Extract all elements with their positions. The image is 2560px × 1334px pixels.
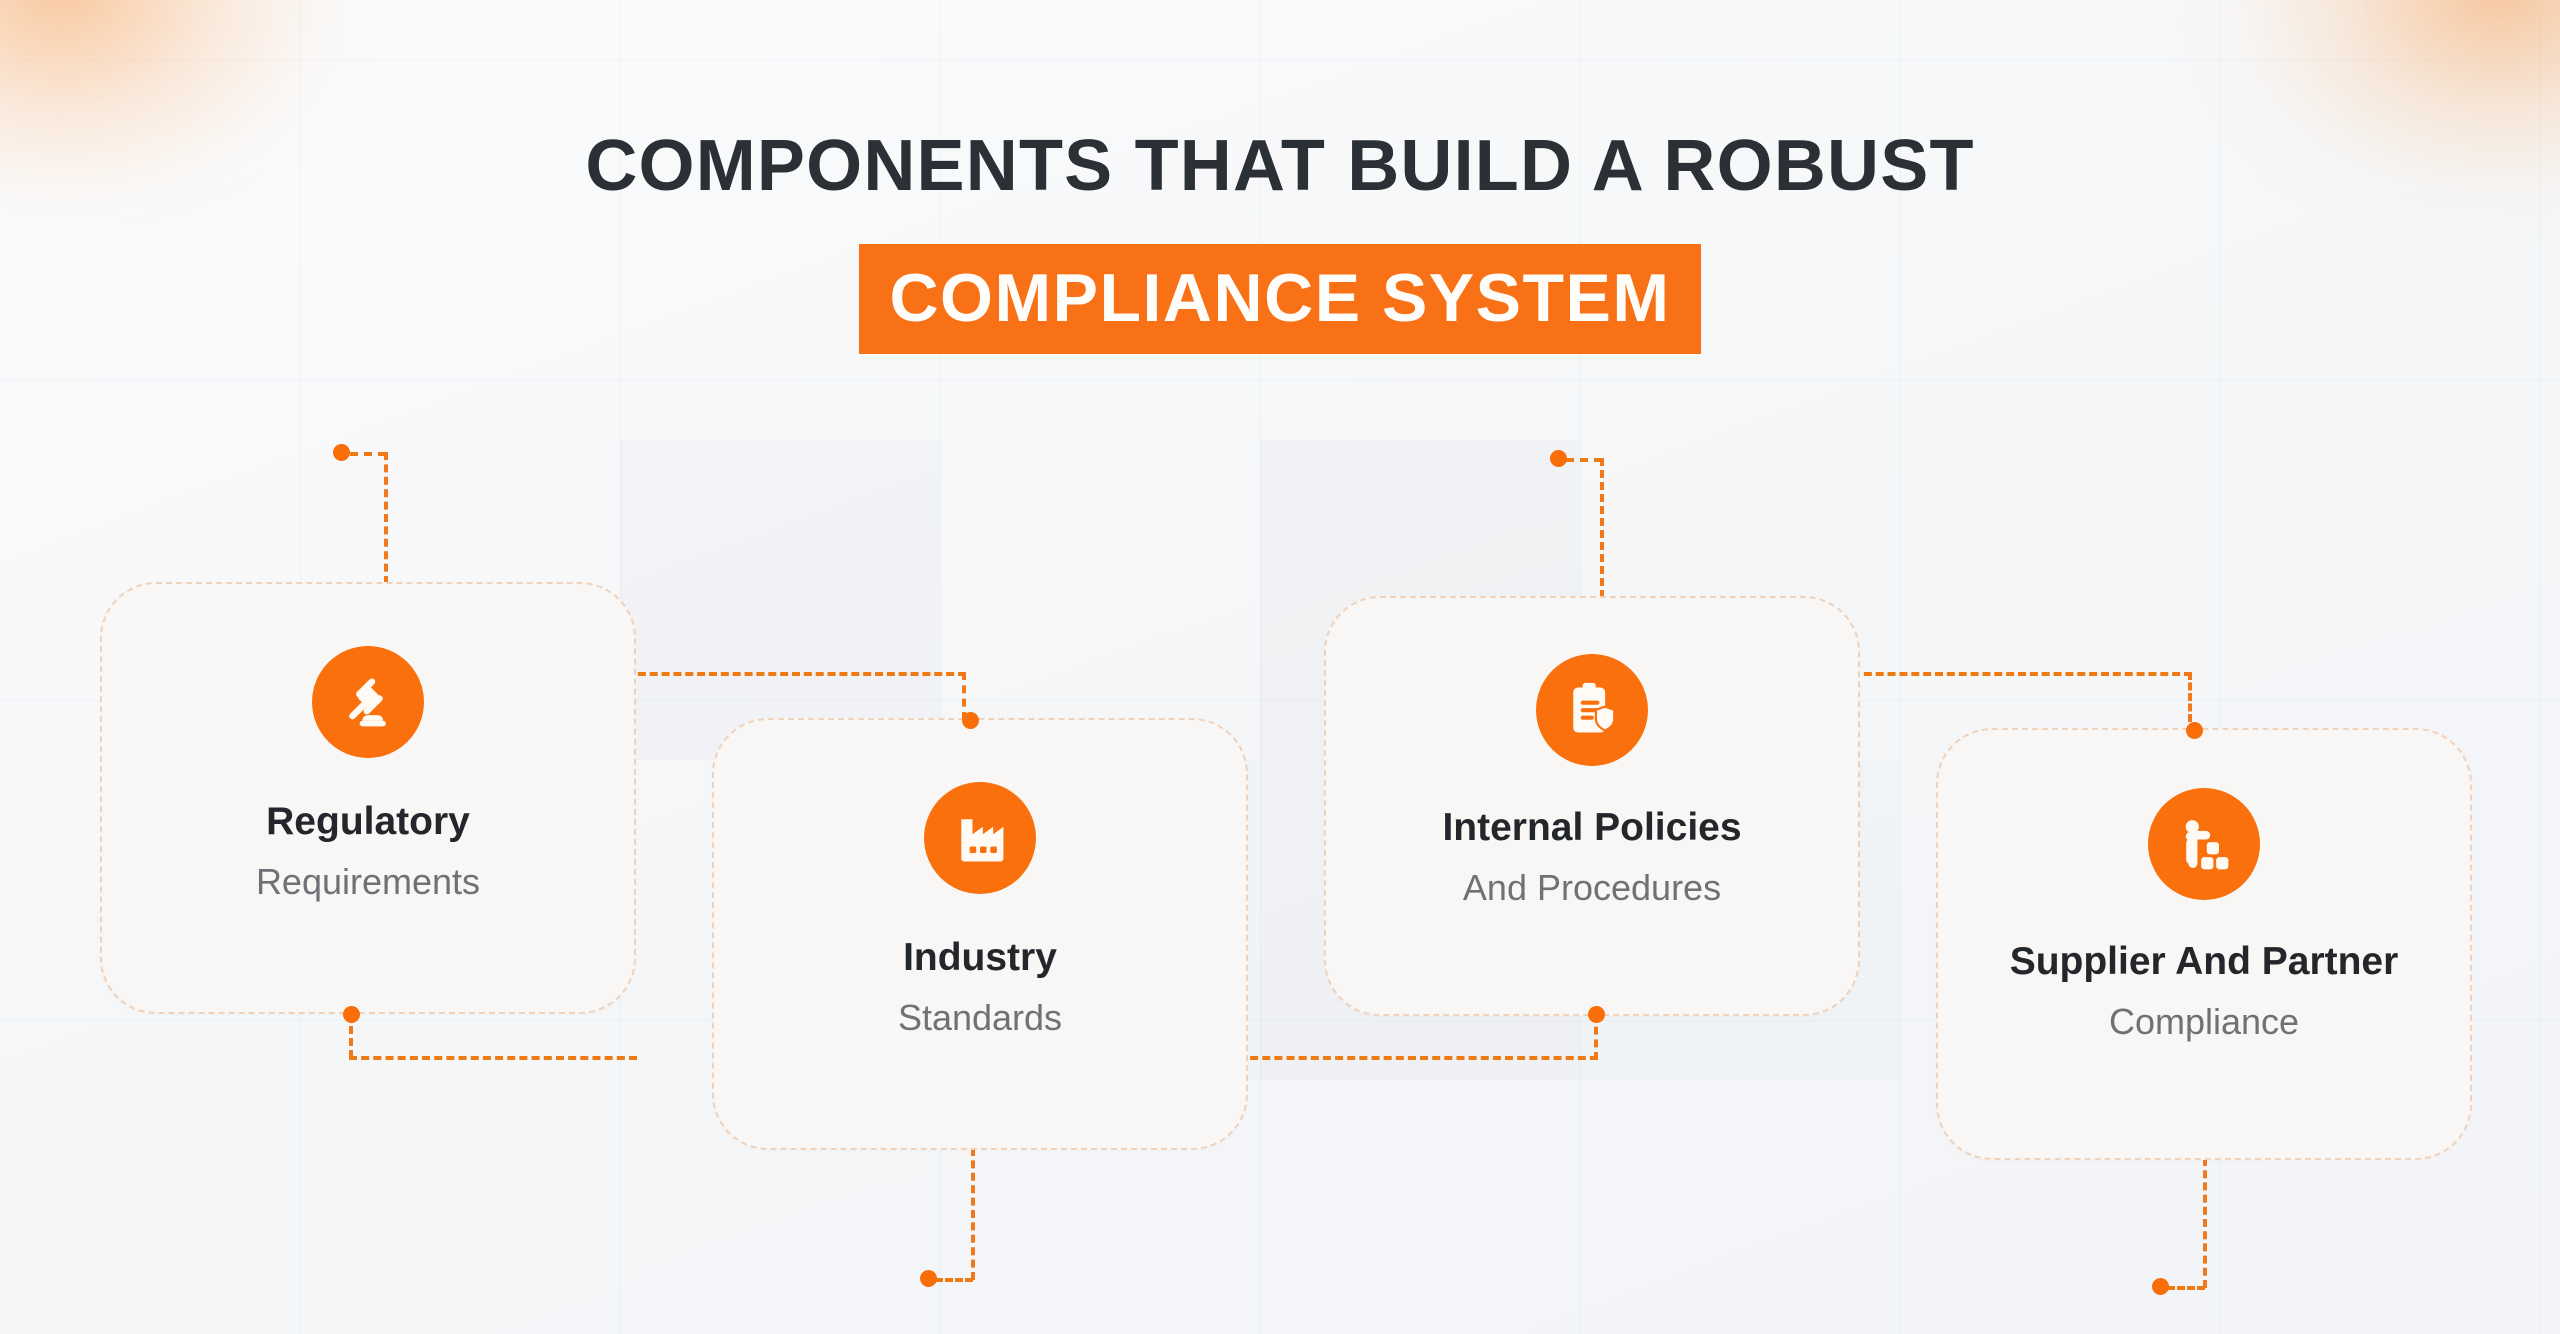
connector-segment — [350, 452, 386, 456]
card-title: Industry — [903, 936, 1057, 979]
connector-endpoint-dot — [2152, 1278, 2169, 1295]
connector-endpoint-dot — [962, 712, 979, 729]
page-title: COMPONENTS THAT BUILD A ROBUST COMPLIANC… — [0, 130, 2560, 354]
connector-segment — [1566, 458, 1602, 462]
card-title: Regulatory — [266, 800, 470, 843]
connector-endpoint-dot — [920, 1270, 937, 1287]
connector-endpoint-dot — [333, 444, 350, 461]
connector-segment — [2188, 672, 2192, 722]
clipboard-shield-icon — [1536, 654, 1648, 766]
card-industry-standards[interactable]: Industry Standards — [712, 718, 1248, 1150]
card-subtitle: And Procedures — [1462, 866, 1722, 908]
connector-segment — [626, 672, 966, 676]
card-supplier-partner-compliance[interactable]: Supplier And Partner Compliance — [1936, 728, 2472, 1160]
card-title: Supplier And Partner — [2009, 940, 2399, 983]
card-subtitle: Standards — [897, 996, 1063, 1038]
connector-endpoint-dot — [343, 1006, 360, 1023]
connector-segment — [935, 1278, 973, 1282]
connector-endpoint-dot — [2186, 722, 2203, 739]
card-subtitle: Compliance — [2108, 1000, 2300, 1042]
connector-segment — [2203, 1158, 2207, 1288]
connector-endpoint-dot — [1550, 450, 1567, 467]
card-subtitle: Requirements — [255, 860, 481, 902]
gavel-icon — [312, 646, 424, 758]
card-internal-policies[interactable]: Internal Policies And Procedures — [1324, 596, 1860, 1016]
connector-segment — [971, 1148, 975, 1280]
title-line-primary: COMPONENTS THAT BUILD A ROBUST — [585, 126, 1975, 206]
supplier-boxes-icon — [2148, 788, 2260, 900]
connector-segment — [1600, 458, 1604, 598]
background-grid-cell — [620, 440, 940, 760]
title-highlight-wrapper: COMPLIANCE SYSTEM — [0, 244, 2560, 354]
title-highlight-badge: COMPLIANCE SYSTEM — [859, 244, 1701, 354]
connector-segment — [2167, 1286, 2205, 1290]
factory-icon — [924, 782, 1036, 894]
connector-endpoint-dot — [1588, 1006, 1605, 1023]
card-regulatory-requirements[interactable]: Regulatory Requirements — [100, 582, 636, 1014]
connector-segment — [1238, 1056, 1598, 1060]
connector-segment — [349, 1056, 637, 1060]
connector-segment — [384, 452, 388, 584]
connector-segment — [1852, 672, 2192, 676]
card-title: Internal Policies — [1442, 806, 1742, 849]
